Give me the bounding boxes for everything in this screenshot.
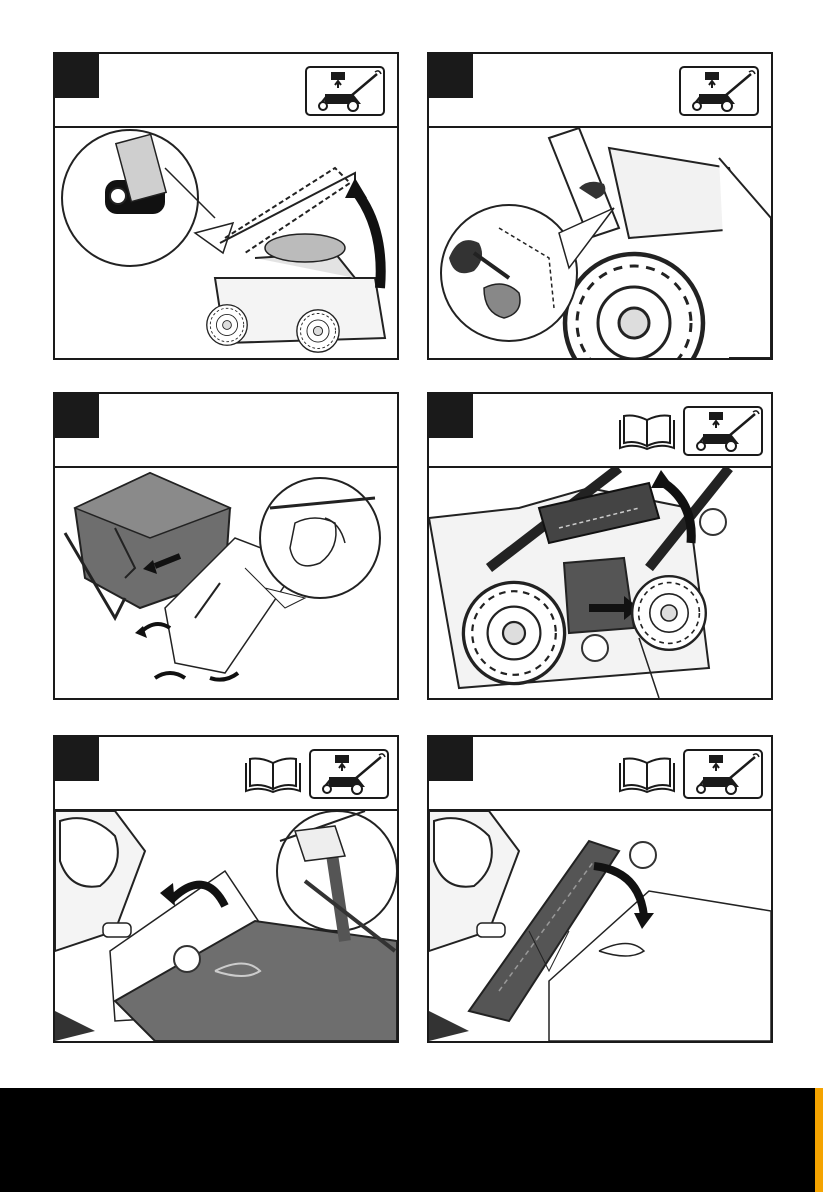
instruction-panel-6 bbox=[427, 735, 773, 1043]
remove-battery-mower-icon bbox=[305, 66, 385, 116]
callout-circle-a bbox=[173, 945, 201, 973]
page-footer-band bbox=[0, 1088, 823, 1192]
instruction-panel-2 bbox=[427, 52, 773, 360]
open-book-icon bbox=[617, 755, 677, 795]
panel-header bbox=[55, 54, 397, 128]
remove-battery-mower-icon bbox=[683, 749, 763, 799]
step-number-box bbox=[429, 394, 473, 438]
instruction-panel-4 bbox=[427, 392, 773, 700]
remove-battery-mower-icon bbox=[683, 406, 763, 456]
open-book-icon bbox=[617, 412, 677, 452]
panel-header bbox=[429, 54, 771, 128]
footer-accent-strip bbox=[815, 1088, 823, 1192]
remove-battery-mower-icon bbox=[309, 749, 389, 799]
illustration-handle-knob bbox=[429, 128, 771, 358]
panel-header bbox=[429, 394, 771, 468]
step-number-box bbox=[429, 737, 473, 781]
remove-battery-mower-icon bbox=[679, 66, 759, 116]
step-number-box bbox=[55, 394, 99, 438]
callout-circle-a bbox=[699, 508, 727, 536]
illustration-grass-bag-assembly bbox=[55, 468, 397, 698]
open-book-icon bbox=[243, 755, 303, 795]
step-number-box bbox=[55, 54, 99, 98]
illustration-hook-bag-on-mower bbox=[55, 811, 397, 1041]
illustration-fold-handle bbox=[55, 128, 397, 358]
illustration-lift-flap-attach-bag bbox=[429, 468, 771, 698]
callout-circle-a bbox=[629, 841, 657, 869]
step-number-box bbox=[429, 54, 473, 98]
illustration-lower-flap bbox=[429, 811, 771, 1041]
instruction-panel-5 bbox=[53, 735, 399, 1043]
callout-circle-b bbox=[581, 634, 609, 662]
panel-header bbox=[429, 737, 771, 811]
instruction-panel-1 bbox=[53, 52, 399, 360]
panel-header bbox=[55, 737, 397, 811]
panel-header bbox=[55, 394, 397, 468]
instruction-panel-3 bbox=[53, 392, 399, 700]
step-number-box bbox=[55, 737, 99, 781]
